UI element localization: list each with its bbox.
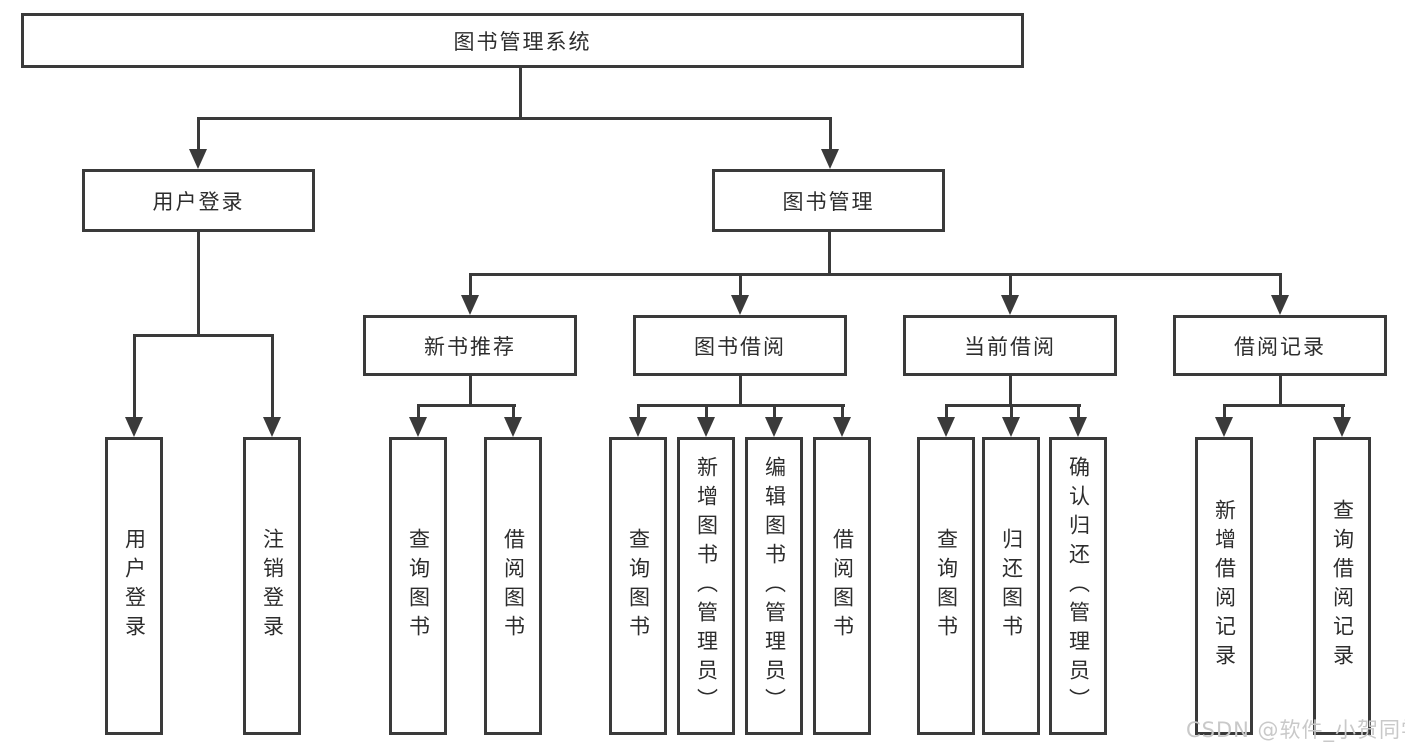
- arrow-down-icon: [821, 149, 839, 169]
- connector-line: [1009, 273, 1012, 298]
- connector-line: [197, 117, 200, 152]
- leaf-borrow-edit-book-admin: 编辑图书（管理员）: [745, 437, 803, 735]
- arrow-down-icon: [937, 417, 955, 437]
- leaf-records-add-record: 新增借阅记录: [1195, 437, 1253, 735]
- connector-line: [133, 334, 136, 420]
- connector-line: [417, 404, 516, 407]
- connector-line: [739, 376, 742, 406]
- arrow-down-icon: [504, 417, 522, 437]
- connector-line: [705, 404, 708, 420]
- leaf-records-query-record: 查询借阅记录: [1313, 437, 1371, 735]
- connector-line: [271, 334, 274, 420]
- connector-line: [841, 404, 844, 420]
- node-new-book-recommend: 新书推荐: [363, 315, 577, 376]
- connector-line: [197, 117, 832, 120]
- connector-line: [469, 376, 472, 406]
- arrow-down-icon: [1001, 295, 1019, 315]
- connector-line: [133, 334, 274, 337]
- node-book-management: 图书管理: [712, 169, 945, 232]
- leaf-current-confirm-return-admin: 确认归还（管理员）: [1049, 437, 1107, 735]
- connector-line: [197, 232, 200, 337]
- arrow-down-icon: [409, 417, 427, 437]
- connector-line: [417, 404, 420, 420]
- arrow-down-icon: [461, 295, 479, 315]
- arrow-down-icon: [765, 417, 783, 437]
- node-root-library-system: 图书管理系统: [21, 13, 1024, 68]
- arrow-down-icon: [1271, 295, 1289, 315]
- leaf-user-login: 用户登录: [105, 437, 163, 735]
- node-borrow-records: 借阅记录: [1173, 315, 1387, 376]
- connector-line: [519, 68, 522, 119]
- connector-line: [1279, 273, 1282, 298]
- connector-line: [637, 404, 640, 420]
- leaf-borrow-borrow-book: 借阅图书: [813, 437, 871, 735]
- leaf-logout: 注销登录: [243, 437, 301, 735]
- arrow-down-icon: [1069, 417, 1087, 437]
- arrow-down-icon: [125, 417, 143, 437]
- leaf-current-return-book: 归还图书: [982, 437, 1040, 735]
- connector-line: [469, 273, 472, 298]
- leaf-borrow-add-book-admin: 新增图书（管理员）: [677, 437, 735, 735]
- connector-line: [1223, 404, 1226, 420]
- connector-line: [512, 404, 515, 420]
- connector-line: [945, 404, 948, 420]
- node-user-login: 用户登录: [82, 169, 315, 232]
- arrow-down-icon: [629, 417, 647, 437]
- connector-line: [1223, 404, 1345, 407]
- leaf-current-query-book: 查询图书: [917, 437, 975, 735]
- arrow-down-icon: [1215, 417, 1233, 437]
- connector-line: [469, 273, 1282, 276]
- node-current-borrow: 当前借阅: [903, 315, 1117, 376]
- connector-line: [828, 232, 831, 276]
- arrow-down-icon: [697, 417, 715, 437]
- arrow-down-icon: [263, 417, 281, 437]
- connector-line: [637, 404, 845, 407]
- leaf-borrow-query-book: 查询图书: [609, 437, 667, 735]
- connector-line: [1341, 404, 1344, 420]
- node-book-borrow: 图书借阅: [633, 315, 847, 376]
- csdn-watermark: CSDN @软件_小贺同学: [1186, 718, 1405, 742]
- arrow-down-icon: [1002, 417, 1020, 437]
- leaf-newrec-borrow-book: 借阅图书: [484, 437, 542, 735]
- arrow-down-icon: [1333, 417, 1351, 437]
- connector-line: [739, 273, 742, 298]
- arrow-down-icon: [731, 295, 749, 315]
- arrow-down-icon: [833, 417, 851, 437]
- connector-line: [945, 404, 1081, 407]
- connector-line: [773, 404, 776, 420]
- connector-line: [1009, 376, 1012, 406]
- arrow-down-icon: [189, 149, 207, 169]
- connector-line: [1279, 376, 1282, 406]
- leaf-newrec-query-book: 查询图书: [389, 437, 447, 735]
- connector-line: [829, 117, 832, 152]
- connector-line: [1077, 404, 1080, 420]
- connector-line: [1010, 404, 1013, 420]
